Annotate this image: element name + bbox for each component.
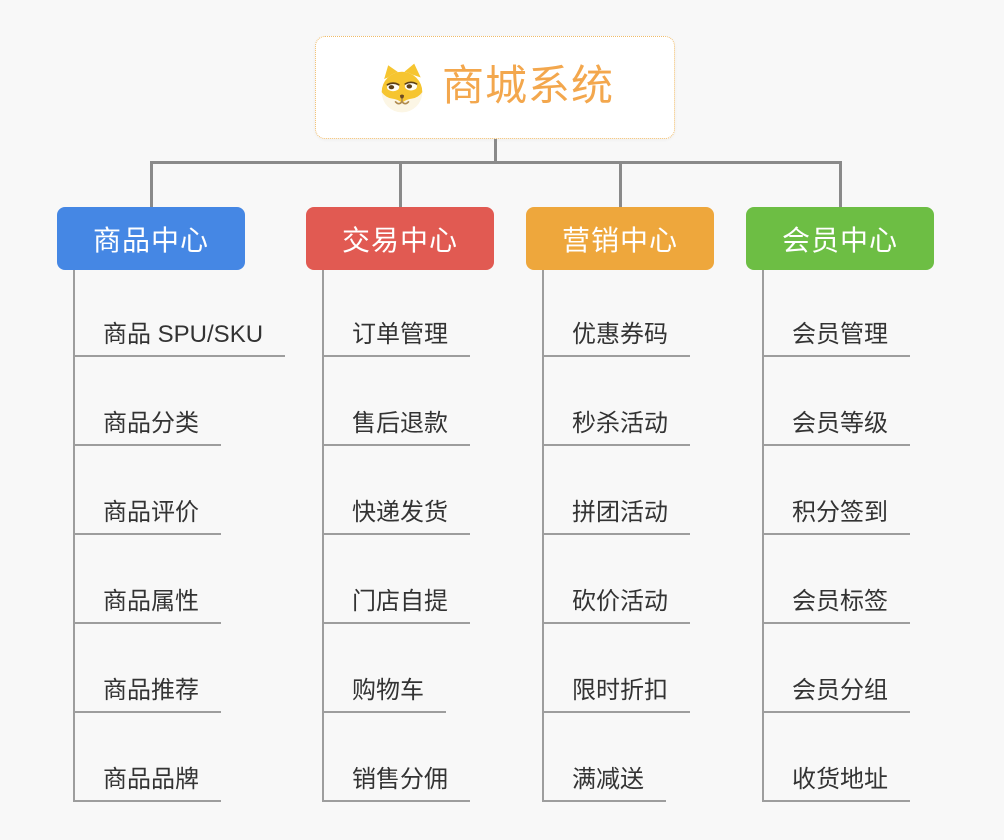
- sub-item[interactable]: 砍价活动: [542, 588, 690, 624]
- branch-label: 商品中心: [92, 224, 209, 256]
- branch-node-0[interactable]: 商品中心: [57, 207, 245, 270]
- connector-branch-drop: [398, 161, 402, 207]
- root-node[interactable]: 商城系统: [315, 36, 675, 139]
- sub-item[interactable]: 积分签到: [762, 499, 910, 535]
- sub-item[interactable]: 会员分组: [762, 677, 910, 713]
- sub-item[interactable]: 商品推荐: [73, 677, 221, 713]
- connector-branch-drop: [618, 161, 622, 207]
- sub-item[interactable]: 销售分佣: [322, 766, 470, 802]
- connector-trunk: [542, 270, 544, 802]
- sub-item[interactable]: 拼团活动: [542, 499, 690, 535]
- branch-node-3[interactable]: 会员中心: [746, 207, 934, 270]
- branch-label: 交易中心: [341, 224, 458, 256]
- shiba-dog-icon: [381, 63, 423, 112]
- sub-item[interactable]: 满减送: [542, 766, 666, 802]
- connector-branch-drop: [838, 161, 842, 207]
- connector-trunk: [762, 270, 764, 802]
- branch-label: 会员中心: [781, 224, 898, 256]
- sub-item[interactable]: 会员标签: [762, 588, 910, 624]
- sub-item[interactable]: 商品评价: [73, 499, 221, 535]
- sub-item[interactable]: 限时折扣: [542, 677, 690, 713]
- branch-node-2[interactable]: 营销中心: [526, 207, 714, 270]
- sub-item[interactable]: 秒杀活动: [542, 410, 690, 446]
- sub-item[interactable]: 门店自提: [322, 588, 470, 624]
- sub-item[interactable]: 商品属性: [73, 588, 221, 624]
- sub-item[interactable]: 购物车: [322, 677, 446, 713]
- connector-trunk: [73, 270, 75, 802]
- sub-item[interactable]: 售后退款: [322, 410, 470, 446]
- sub-item[interactable]: 优惠券码: [542, 321, 690, 357]
- sub-item[interactable]: 商品分类: [73, 410, 221, 446]
- sub-item[interactable]: 商品 SPU/SKU: [73, 321, 286, 357]
- connector-branch-drop: [149, 161, 153, 207]
- connector-bus: [149, 161, 842, 164]
- connector-root-stub: [493, 139, 497, 164]
- branch-node-1[interactable]: 交易中心: [306, 207, 494, 270]
- sub-item[interactable]: 商品品牌: [73, 766, 221, 802]
- sub-item[interactable]: 收货地址: [762, 766, 910, 802]
- sub-item[interactable]: 会员等级: [762, 410, 910, 446]
- connector-trunk: [322, 270, 324, 802]
- sub-item[interactable]: 快递发货: [322, 499, 470, 535]
- sub-item[interactable]: 订单管理: [322, 321, 470, 357]
- branch-label: 营销中心: [561, 224, 678, 256]
- root-title: 商城系统: [441, 61, 614, 109]
- sub-item[interactable]: 会员管理: [762, 321, 910, 357]
